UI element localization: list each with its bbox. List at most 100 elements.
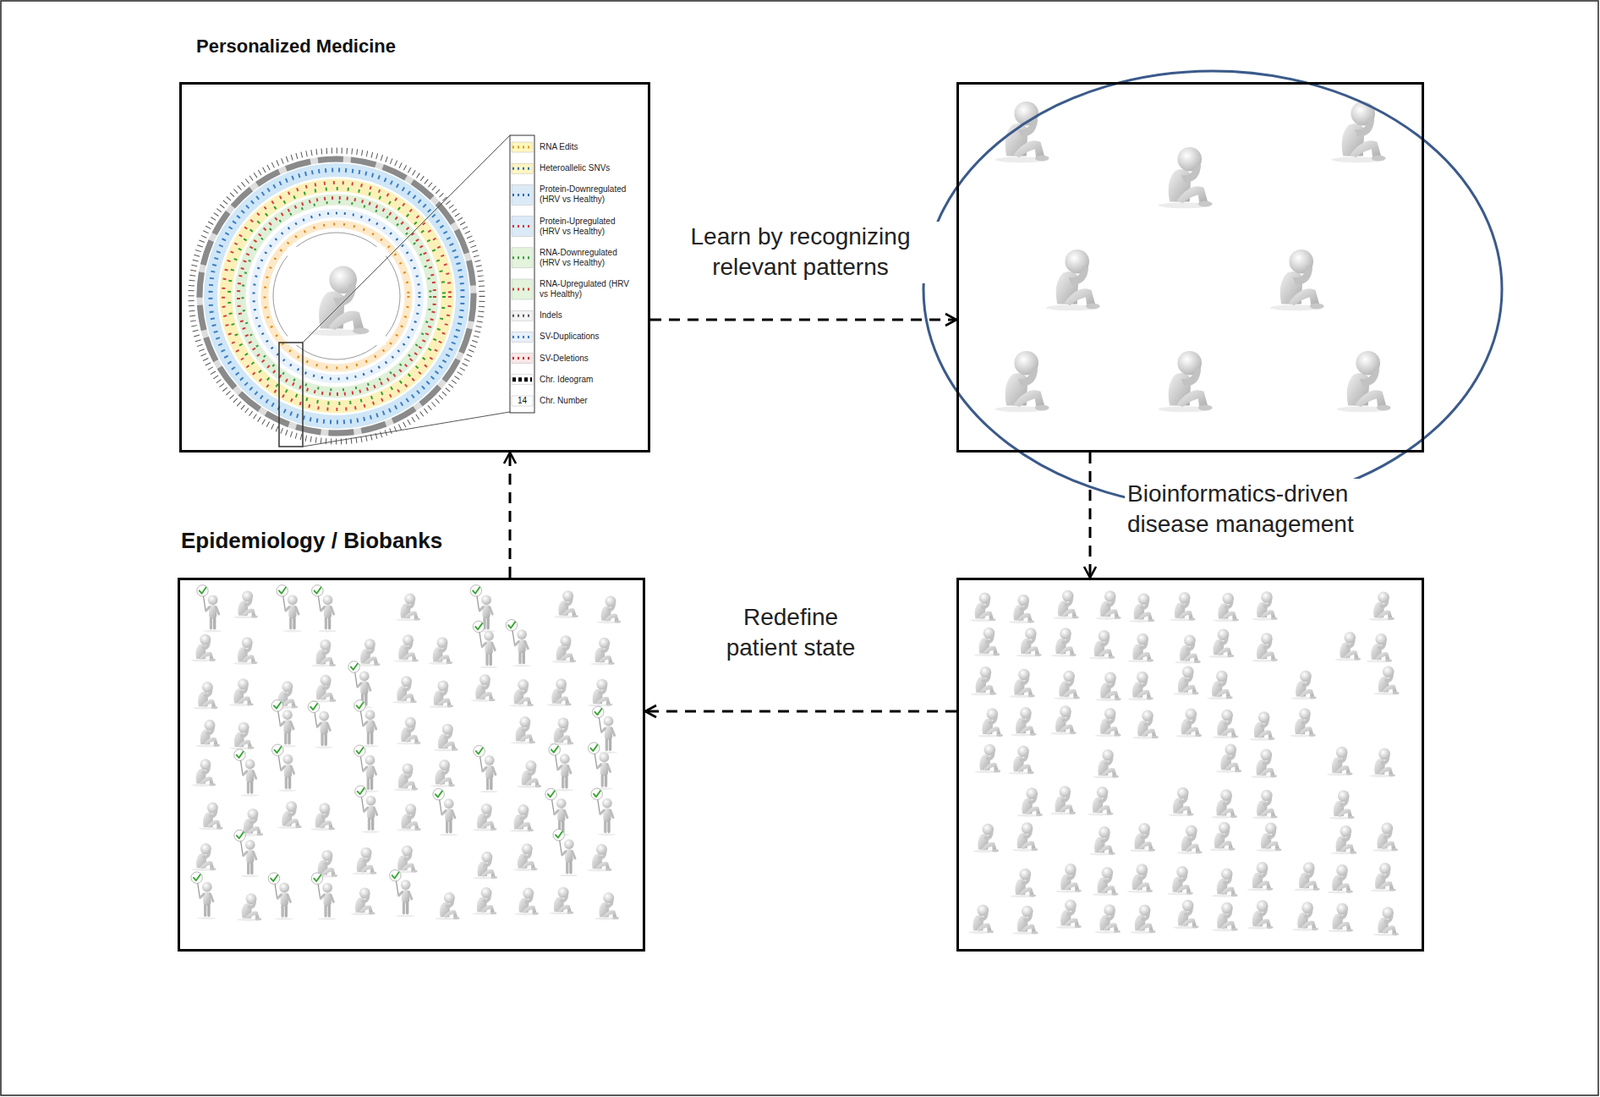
sad-patient-figure: [1008, 668, 1035, 698]
ideogram-ring: [199, 158, 474, 433]
track-dots: [223, 182, 450, 410]
track-legend-text: Protein-Upregulated (HRV vs Healthy): [539, 216, 636, 237]
healthy-person-figure: [591, 788, 616, 836]
panel-heading: Personalized Medicine: [196, 35, 396, 58]
sad-patient-figure: [1373, 906, 1399, 936]
sad-patient-figure: [1008, 594, 1035, 624]
sad-patient-figure: [394, 634, 419, 663]
track-band: [264, 224, 409, 368]
track-legend-text: Indels: [539, 310, 636, 321]
track-dots: [242, 202, 431, 390]
sad-patient-figure: [1176, 707, 1202, 737]
sad-patient-figure: [1017, 787, 1043, 817]
healthy-person-figure: [505, 619, 531, 667]
healthy-person-figure: [354, 700, 379, 748]
sad-patient-figure: [1169, 591, 1195, 621]
sad-patient-figure: [350, 887, 376, 916]
tick-ring: [191, 150, 483, 442]
track-legend-text: RNA-Downregulated (HRV vs Healthy): [539, 247, 636, 269]
track-band: [210, 169, 463, 422]
sad-patient-figure: [392, 675, 417, 704]
sad-patient-figure: [1089, 826, 1115, 855]
sad-patient-figure: [193, 681, 219, 710]
healthy-person-figure: [191, 871, 216, 920]
track-dots: [238, 197, 435, 395]
sad-patient-figure: [1211, 902, 1238, 932]
zoom-leader: [302, 411, 510, 447]
sad-patient-figure: [1128, 593, 1155, 623]
sad-patient-figure: [1095, 590, 1121, 620]
sad-patient-figure: [472, 851, 498, 880]
track-legend-text: SV-Deletions: [539, 353, 636, 364]
sad-patient-figure: [1368, 591, 1394, 620]
track-strip: [511, 216, 533, 237]
edge-label: Learn by recognizing relevant patterns: [652, 221, 949, 284]
sad-patient-figure: [1095, 707, 1121, 737]
track-strip: [511, 353, 533, 364]
track-legend-text: SV-Duplications: [539, 331, 636, 342]
sad-patient-figure: [969, 592, 996, 622]
track-line: [273, 232, 400, 360]
sad-patient-figure: [1289, 707, 1316, 737]
healthy-person-figure: [553, 828, 578, 877]
sad-patient-figure: [1249, 711, 1275, 740]
healthy-person-figure: [268, 872, 293, 921]
sad-patient-figure: [596, 596, 621, 625]
sad-patient-figure: [433, 723, 459, 752]
chromosome-number: 14: [511, 395, 533, 406]
sad-patient-figure: [395, 593, 421, 622]
sad-patient-figure: [1327, 903, 1354, 932]
sad-patient-figure: [1206, 670, 1233, 700]
sad-patient-figure: [547, 678, 572, 707]
sad-patient-figure: [1326, 746, 1353, 776]
panel-heading: Epidemiology / Biobanks: [180, 527, 443, 554]
sad-patient-figure: [1251, 749, 1277, 779]
sad-patient-figure: [427, 636, 453, 665]
sad-patient-figure: [973, 823, 999, 853]
sad-patient-figure: [509, 679, 534, 707]
sad-patient-figure: [1209, 821, 1235, 851]
healthy-person-figure: [587, 742, 613, 790]
healthy-person-figure: [312, 585, 337, 633]
panel-box: [956, 82, 1425, 453]
sad-patient-figure: [1127, 671, 1153, 701]
sad-patient-figure: [1372, 822, 1398, 852]
healthy-person-figure: [355, 785, 380, 833]
track-legend-text: Heteroallelic SNVs: [539, 163, 636, 174]
sad-patient-figure: [1015, 627, 1042, 657]
healthy-person-figure: [276, 585, 302, 633]
sad-patient-figure: [510, 716, 536, 745]
dashed-arrow: [650, 318, 957, 322]
sad-patient-figure: [1129, 904, 1156, 933]
healthy-person-figure: [234, 829, 259, 877]
zoom-window: [279, 342, 303, 447]
sad-patient-figure: [1335, 631, 1361, 661]
healthy-person-figure: [548, 744, 574, 792]
sad-patient-figure: [514, 887, 539, 916]
sad-patient-figure: [435, 892, 461, 921]
sad-patient-figure: [1373, 665, 1399, 695]
sad-patient-figure: [513, 843, 538, 872]
sad-patient-figure: [233, 591, 258, 620]
sad-patient-figure: [1092, 749, 1118, 779]
track-sample: [512, 356, 532, 360]
zoom-leader: [302, 135, 510, 343]
panel-box: Epidemiology / Biobanks: [177, 577, 646, 952]
sad-patient-figure: [1251, 789, 1277, 819]
track-legend-text: Protein-Downregulated (HRV vs Healthy): [539, 184, 636, 205]
sad-patient-figure: [590, 637, 615, 666]
sad-patient-figure: [974, 627, 1000, 657]
track-sample: [512, 377, 532, 382]
sad-patient-figure: [1095, 672, 1121, 702]
sad-patient-figure: [970, 666, 997, 696]
center-panel: [287, 246, 386, 346]
track-sample: [512, 167, 532, 170]
sad-patient-figure: [551, 635, 576, 664]
sad-patient-figure: [1366, 633, 1392, 663]
healthy-person-figure: [472, 620, 498, 669]
track-legend-text: RNA-Upregulated (HRV vs Healthy): [539, 279, 636, 300]
sad-patient-figure: [1251, 591, 1277, 620]
sad-patient-figure: [229, 722, 254, 751]
track-strip: [511, 374, 533, 385]
